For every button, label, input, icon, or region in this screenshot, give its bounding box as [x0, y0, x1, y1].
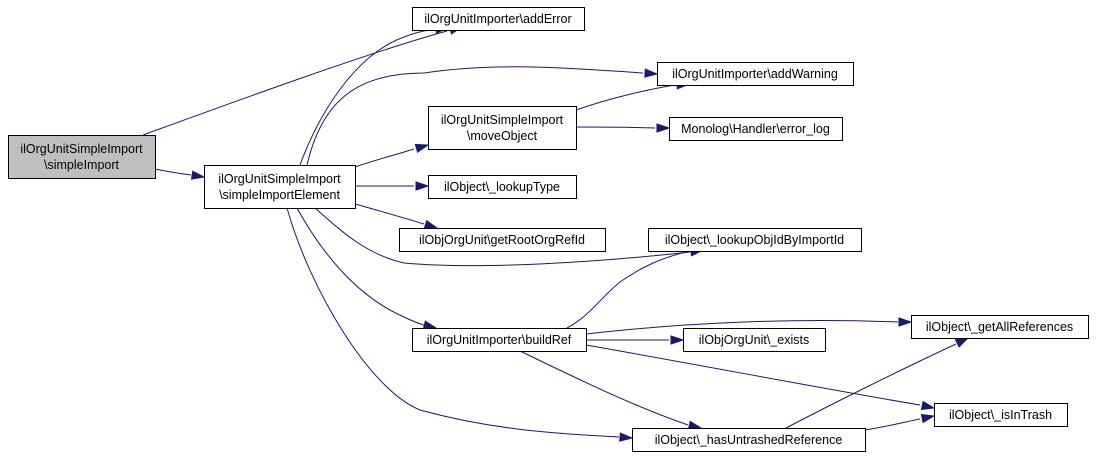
arrowhead: [415, 181, 430, 191]
node-hasUntrashedReference[interactable]: ilObject\_hasUntrashedReference: [632, 428, 866, 452]
node-label: ilOrgUnitImporter\addError: [424, 12, 571, 26]
node-exists[interactable]: ilObjOrgUnit\_exists: [683, 328, 826, 352]
node-label: Monolog\Handler\error_log: [681, 122, 830, 136]
node-label: ilObjOrgUnit\_exists: [699, 333, 809, 347]
node-simpleImportElement[interactable]: ilOrgUnitSimpleImport \simpleImportElemen…: [204, 165, 356, 209]
edge-buildRef-to-getAllReferences: [585, 317, 913, 335]
node-isInTrash[interactable]: ilObject\_isInTrash: [934, 403, 1068, 427]
arrowhead: [190, 170, 206, 180]
node-box[interactable]: [911, 315, 1089, 339]
edge-line: [299, 28, 438, 166]
edge-line: [286, 207, 620, 438]
edge-line: [575, 84, 676, 111]
node-label: ilOrgUnitSimpleImport: [218, 172, 341, 186]
node-box[interactable]: [934, 403, 1068, 427]
node-label: ilObject\_hasUntrashedReference: [655, 433, 843, 447]
node-getAllReferences[interactable]: ilObject\_getAllReferences: [911, 315, 1089, 339]
node-label: ilObject\_getAllReferences: [926, 320, 1073, 334]
edge-line: [306, 66, 644, 166]
node-label: ilObject\_lookupType: [444, 180, 560, 194]
node-box[interactable]: [657, 62, 854, 86]
edge-line: [154, 168, 192, 176]
arrowhead: [898, 317, 913, 327]
edge-hasUntrashedReference-to-isInTrash: [864, 414, 936, 431]
arrowhead: [656, 123, 671, 133]
edge-simpleImportElement-to-getRootOrgRefId: [354, 203, 439, 229]
node-box[interactable]: [204, 165, 356, 209]
edge-simpleImportElement-to-buildRef: [296, 207, 438, 330]
arrowhead: [920, 414, 936, 424]
node-box[interactable]: [683, 328, 826, 352]
arrowhead: [920, 400, 936, 410]
node-label: \simpleImport: [44, 158, 120, 172]
edge-line: [566, 250, 691, 329]
nodes-layer: ilOrgUnitSimpleImport\simpleImportilOrgU…: [8, 7, 1089, 452]
arrowhead: [423, 219, 439, 229]
node-label: ilOrgUnitImporter\addWarning: [672, 67, 838, 81]
node-label: \moveObject: [467, 129, 538, 143]
node-label: ilObject\_isInTrash: [949, 408, 1052, 422]
edge-line: [575, 126, 656, 129]
node-box[interactable]: [8, 135, 156, 179]
edge-simpleImportElement-to-hasUntrashedReference: [286, 207, 634, 442]
edge-simpleImportElement-to-moveObject: [354, 143, 430, 168]
edge-buildRef-to-exists: [586, 335, 685, 345]
edge-simpleImportElement-to-lookupType: [355, 181, 430, 191]
edge-line: [864, 418, 921, 431]
edge-simpleImportElement-to-addError: [299, 24, 450, 166]
arrowhead: [954, 337, 970, 348]
node-box[interactable]: [669, 117, 843, 141]
node-label: ilObjOrgUnit\getRootOrgRefId: [419, 233, 585, 247]
node-label: \simpleImportElement: [219, 188, 340, 202]
node-label: ilOrgUnitImporter\buildRef: [427, 333, 572, 347]
arrowhead: [619, 432, 634, 442]
edge-line: [354, 148, 415, 168]
edge-simpleImport-to-addError: [142, 25, 464, 136]
arrowhead: [414, 143, 430, 153]
node-label: ilOrgUnitSimpleImport: [20, 142, 143, 156]
edge-moveObject-to-error_log: [575, 123, 671, 133]
edge-line: [785, 343, 957, 429]
node-lookupType[interactable]: ilObject\_lookupType: [428, 175, 577, 199]
edge-line: [296, 207, 425, 326]
edge-line: [314, 207, 691, 267]
node-addWarning[interactable]: ilOrgUnitImporter\addWarning: [657, 62, 854, 86]
arrowhead: [644, 68, 659, 78]
node-addError[interactable]: ilOrgUnitImporter\addError: [412, 7, 585, 31]
arrowhead: [670, 335, 685, 345]
node-lookupObjIdByImportId[interactable]: ilObject\_lookupObjIdByImportId: [648, 228, 862, 252]
node-box[interactable]: [412, 328, 587, 352]
edge-simpleImportElement-to-addWarning: [306, 66, 659, 166]
node-box[interactable]: [428, 175, 577, 199]
edge-buildRef-to-lookupObjIdByImportId: [566, 246, 705, 329]
node-label: ilOrgUnitSimpleImport: [441, 113, 564, 127]
edge-simpleImport-to-simpleImportElement: [154, 168, 206, 180]
node-getRootOrgRefId[interactable]: ilObjOrgUnit\getRootOrgRefId: [399, 228, 606, 252]
node-label: ilObject\_lookupObjIdByImportId: [665, 233, 844, 247]
node-error_log[interactable]: Monolog\Handler\error_log: [669, 117, 843, 141]
edge-buildRef-to-isInTrash: [585, 344, 936, 410]
arrowhead: [422, 320, 438, 330]
node-box[interactable]: [648, 228, 862, 252]
node-box[interactable]: [632, 428, 866, 452]
node-buildRef[interactable]: ilOrgUnitImporter\buildRef: [412, 328, 587, 352]
node-moveObject[interactable]: ilOrgUnitSimpleImport \moveObject: [428, 106, 577, 150]
edge-line: [519, 350, 689, 426]
node-simpleImport[interactable]: ilOrgUnitSimpleImport \simpleImport: [8, 135, 156, 179]
node-box[interactable]: [399, 228, 606, 252]
edge-line: [585, 320, 899, 335]
edge-buildRef-to-hasUntrashedReference: [519, 350, 703, 430]
edge-line: [354, 203, 425, 225]
edge-line: [585, 344, 921, 406]
edge-line: [142, 30, 448, 136]
node-box[interactable]: [428, 106, 577, 150]
node-box[interactable]: [412, 7, 585, 31]
